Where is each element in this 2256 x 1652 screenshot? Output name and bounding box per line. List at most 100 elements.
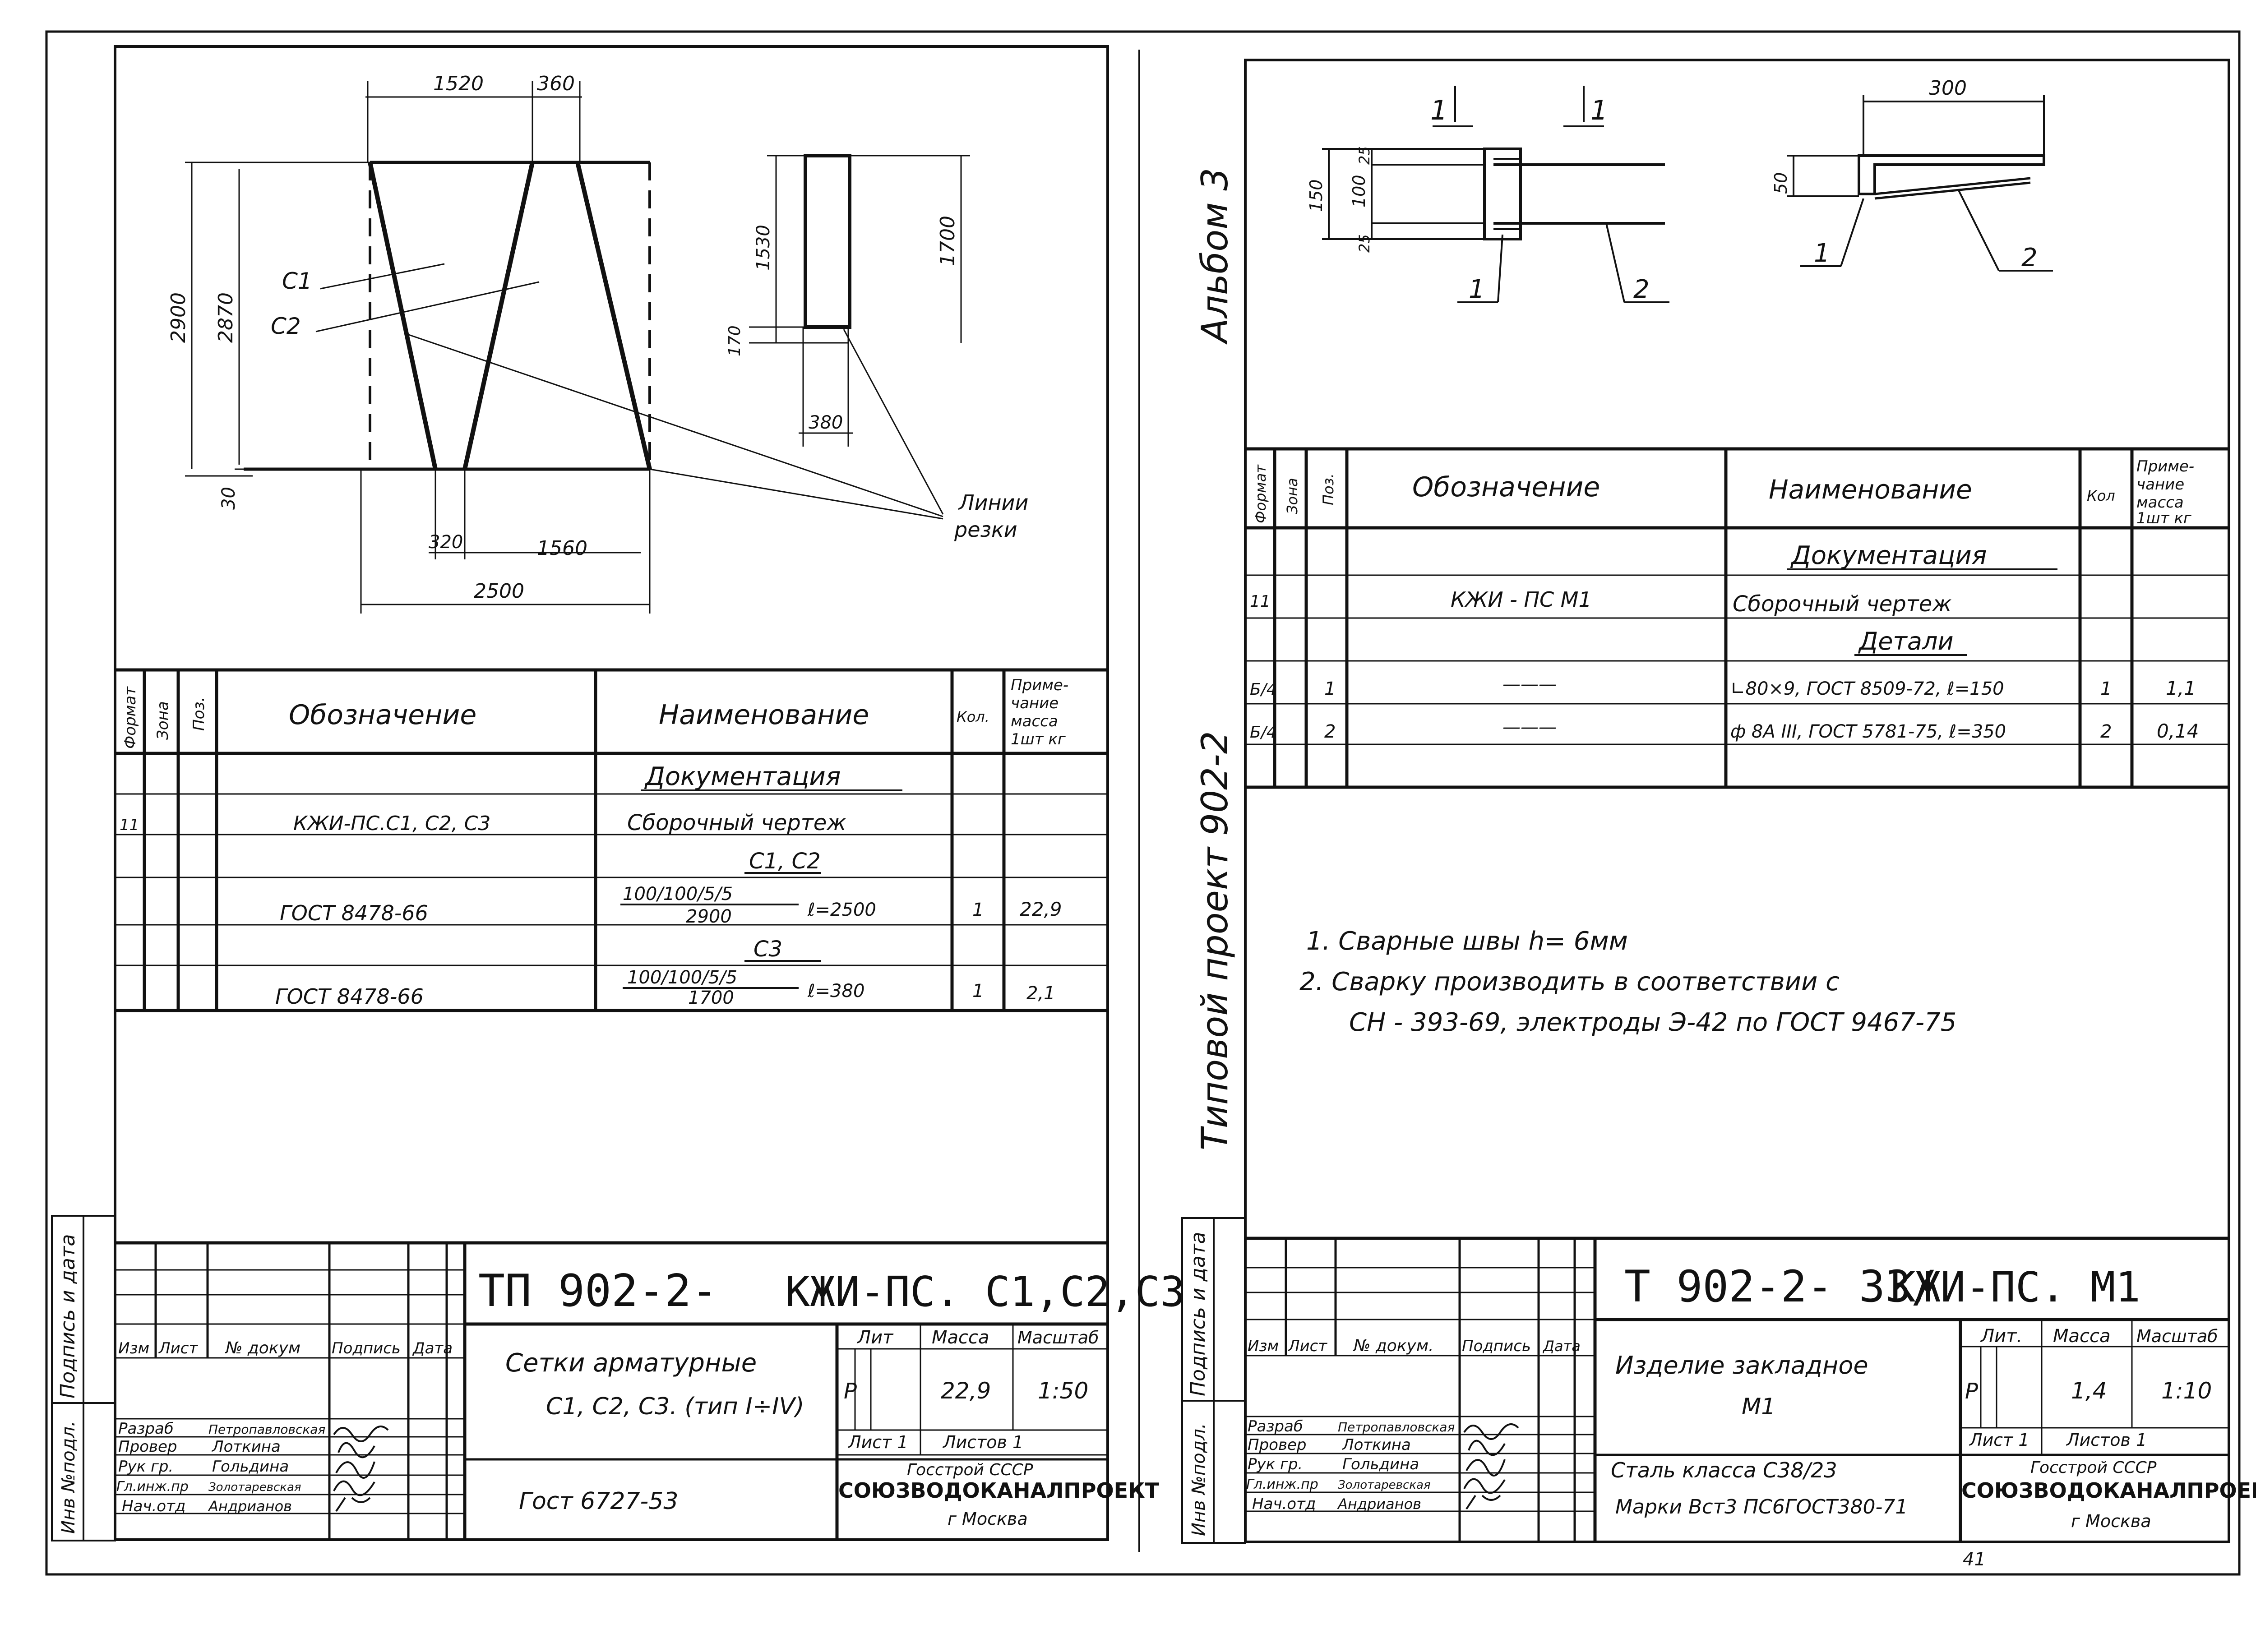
callout-1-side: 1 [1814,239,1830,268]
row3-designation: ГОСТ 8478-66 [275,984,424,1009]
left-role-3: Гл.инж.пр [116,1479,189,1495]
col-designation: Обозначение [289,699,476,731]
right-role-3: Гл.инж.пр [1246,1477,1318,1492]
right-org-3: г Москва [2071,1511,2151,1531]
r-col-format: Формат [1252,464,1269,523]
col-qty: Кол. [957,708,989,725]
r-row2-designation: ——— [1502,674,1557,695]
right-side-inv: Инв №подл. [1188,1423,1209,1536]
right-role-0: Разраб [1248,1417,1303,1435]
section-c3: С3 [754,937,782,962]
r-col-note-4: 1шт кг [2136,509,2192,527]
left-mesh-drawing: 1520 360 2900 2870 30 1530 1700 170 380 … [167,72,1028,614]
r-section-docs: Документация [1790,541,1987,570]
r-col-note-2: чание [2136,475,2184,494]
r-section-details: Детали [1858,627,1954,655]
r-col-zone: Зона [1284,478,1301,514]
right-name-3: Золотаревская [1338,1478,1431,1492]
r-col-note-3: масса [2136,494,2184,512]
left-name-2: Гольдина [212,1458,289,1476]
left-name-1: Лоткина [211,1438,281,1456]
dim-25a: 25 [1356,146,1373,165]
dim-30: 30 [218,487,239,510]
right-mass-val: 1,4 [2071,1378,2107,1404]
col-note-1: Приме- [1011,676,1068,694]
section-c1c2: С1, С2 [749,849,821,874]
outer-border [45,30,2241,1576]
right-col-sign: Подпись [1462,1337,1531,1355]
dim-320: 320 [429,532,463,553]
right-sheets: Листов 1 [2066,1430,2147,1450]
note-3: СН - 393-69, электроды Э-42 по ГОСТ 9467… [1349,1008,1956,1037]
right-page-no: 41 [1963,1549,1986,1570]
right-lit: Лит. [1980,1326,2022,1347]
right-role-1: Провер [1248,1436,1307,1454]
r-row3-format: Б/4 [1250,723,1277,742]
callout-2-front: 2 [1633,275,1650,304]
right-steel-1: Сталь класса С38/23 [1611,1458,1837,1482]
r-row2-format: Б/4 [1250,680,1277,699]
label-c1: С1 [282,268,312,294]
r-row1-designation: КЖИ - ПС М1 [1451,587,1592,612]
left-signatures [333,1426,389,1512]
col-format: Формат [121,686,139,749]
left-sheets: Листов 1 [942,1432,1023,1452]
right-title-2: М1 [1742,1394,1775,1420]
r-row3-qty: 2 [2100,721,2112,742]
left-code: ТП 902-2- [478,1265,718,1317]
left-mass-h: Масса [932,1327,989,1348]
r-row2-mass: 1,1 [2166,677,2196,699]
right-title-1: Изделие закладное [1615,1351,1868,1380]
left-frame [114,45,1109,1541]
right-name-4: Андрианов [1337,1495,1421,1513]
row3-mass: 2,1 [1026,983,1055,1004]
dim-170: 170 [726,325,744,356]
label-c2: С2 [271,313,301,339]
row3-frac-top: 100/100/5/5 [627,967,737,988]
left-mass-val: 22,9 [941,1378,991,1404]
right-code-right: КЖИ-ПС. М1 [1891,1263,2140,1311]
left-role-4: Нач.отд [122,1497,185,1515]
r-row3-name: ф 8А III, ГОСТ 5781-75, ℓ=350 [1730,721,2006,742]
row1-designation: КЖИ-ПС.С1, С2, С3 [293,812,490,835]
r-row1-name: Сборочный чертеж [1733,591,1952,617]
r-row2-name: ∟80×9, ГОСТ 8509-72, ℓ=150 [1730,678,2004,699]
left-gost: Гост 6727-53 [519,1488,678,1515]
left-name-3: Золотаревская [208,1481,301,1494]
right-role-4: Нач.отд [1252,1495,1316,1513]
r-row1-format: 11 [1250,592,1271,611]
right-steel-2: Марки Вст3 ПС6ГОСТ380-71 [1615,1495,1908,1518]
col-note-4: 1шт кг [1011,730,1066,748]
row3-length: ℓ=380 [807,981,864,1001]
left-name-0: Петропавловская [208,1422,325,1437]
r-row2-qty: 1 [2100,678,2112,699]
left-org-3: г Москва [948,1509,1028,1529]
dim-1520: 1520 [433,72,484,95]
right-scale-val: 1:10 [2161,1378,2212,1404]
left-title-2: С1, С2, С3. (тип I÷IV) [546,1393,804,1420]
callout-2-side: 2 [2021,243,2038,272]
left-side-inv: Инв №подл. [58,1421,79,1534]
right-side-strip: Альбом 3 Типовой проект 902-2 Подпись и … [1181,168,1246,1544]
col-note-3: масса [1011,712,1058,730]
r-row3-designation: ——— [1502,717,1557,738]
left-side-sign-date: Подпись и дата [56,1234,79,1398]
row1-format: 11 [120,816,139,834]
row3-qty: 1 [972,981,984,1001]
row3-frac-bottom: 1700 [688,988,734,1008]
right-code: Т 902-2- 33/ [1624,1261,1937,1312]
r-row2-pos: 1 [1324,678,1336,699]
row2-frac-top: 100/100/5/5 [623,884,733,904]
left-org-1: Госстрой СССР [907,1461,1033,1479]
right-name-1: Лоткина [1341,1436,1411,1454]
right-col-date: Дата [1542,1338,1581,1355]
left-lit-val: Р [844,1379,857,1404]
right-name-2: Гольдина [1342,1455,1419,1473]
r-row3-pos: 2 [1324,721,1336,742]
right-notes: 1. Сварные швы h= 6мм 2. Сварку производ… [1299,927,1956,1037]
right-name-0: Петропавловская [1338,1420,1455,1435]
col-name: Наименование [659,699,869,731]
col-note-2: чание [1011,694,1059,712]
right-signatures [1463,1423,1519,1510]
right-lit-val: Р [1965,1379,1978,1404]
